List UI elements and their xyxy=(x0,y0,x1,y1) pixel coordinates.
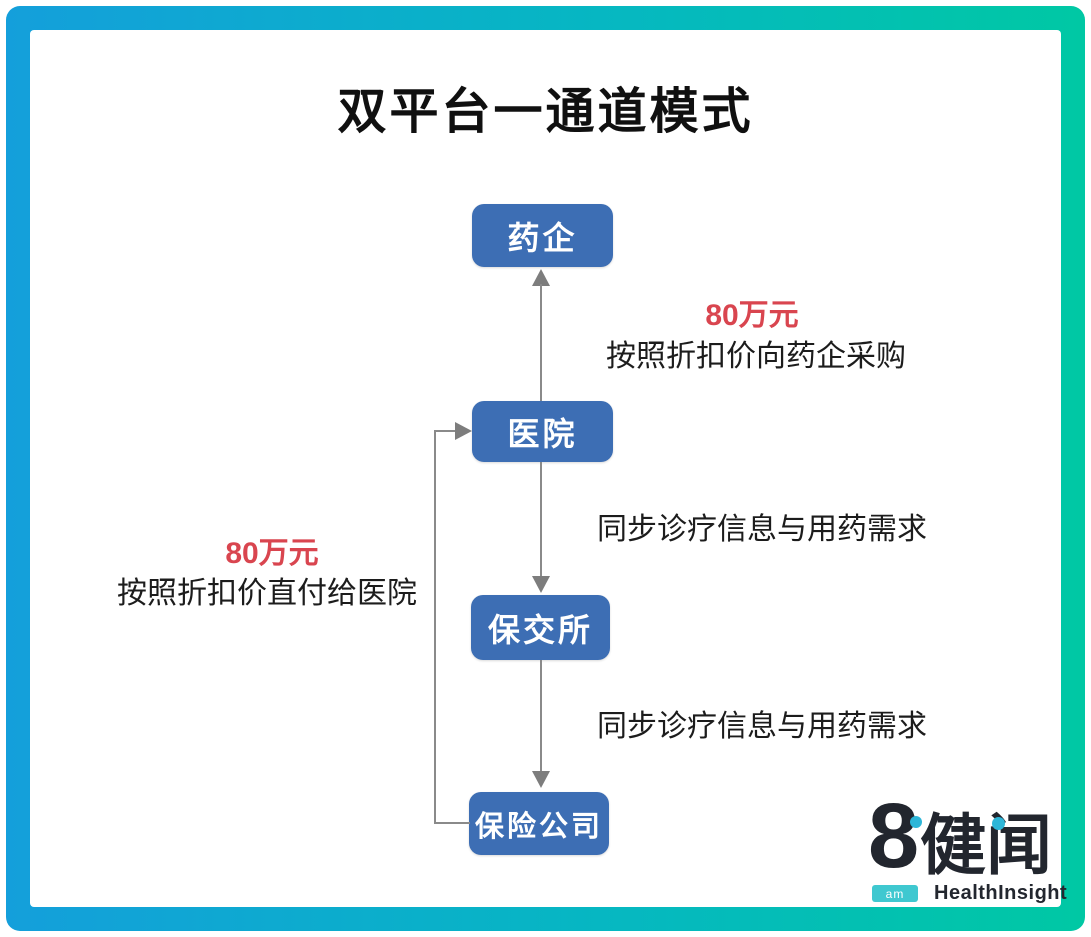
sync-upper-label: 同步诊疗信息与用药需求 xyxy=(597,513,927,546)
logo-subtitle: HealthInsight xyxy=(934,882,1068,904)
flow-node-pharma: 药企 xyxy=(472,204,613,267)
connector-insurer-hospital-vertical xyxy=(434,431,436,823)
direct-pay-caption-label: 按照折扣价直付给医院 xyxy=(117,577,417,610)
healthinsight-logo: 8 健闻 am HealthInsight xyxy=(862,790,1072,910)
flow-node-insurance-exchange: 保交所 xyxy=(471,595,610,660)
arrow-right-icon xyxy=(455,422,472,440)
logo-am-badge: am xyxy=(872,885,918,902)
logo-dot-icon xyxy=(910,816,922,828)
logo-brand-name: 健闻 xyxy=(920,808,1052,882)
flow-node-hospital-label: 医院 xyxy=(507,415,578,452)
page-title: 双平台一通道模式 xyxy=(337,85,754,139)
connector-insurer-hospital-top xyxy=(434,430,456,432)
arrow-down-icon xyxy=(532,576,550,593)
arrow-up-icon xyxy=(532,269,550,286)
direct-pay-amount-label: 80万元 xyxy=(225,537,319,570)
connector-insurer-hospital-bottom xyxy=(434,822,470,824)
flow-node-insurance-exchange-label: 保交所 xyxy=(487,611,593,648)
arrow-down-icon xyxy=(532,771,550,788)
flow-node-hospital: 医院 xyxy=(472,401,613,462)
purchase-amount-label: 80万元 xyxy=(705,299,799,332)
connector-exchange-insurer xyxy=(540,660,542,773)
sync-lower-label: 同步诊疗信息与用药需求 xyxy=(597,710,927,743)
purchase-caption-label: 按照折扣价向药企采购 xyxy=(606,340,906,373)
flow-node-insurance-company: 保险公司 xyxy=(469,792,609,855)
flow-node-insurance-company-label: 保险公司 xyxy=(474,810,603,843)
flow-node-pharma-label: 药企 xyxy=(507,219,578,256)
logo-number: 8 xyxy=(868,785,920,887)
connector-hospital-exchange xyxy=(540,462,542,577)
logo-dot-icon xyxy=(992,817,1005,830)
gradient-frame xyxy=(6,6,1085,931)
frame-inner xyxy=(30,30,1061,907)
connector-hospital-pharma xyxy=(540,284,542,401)
